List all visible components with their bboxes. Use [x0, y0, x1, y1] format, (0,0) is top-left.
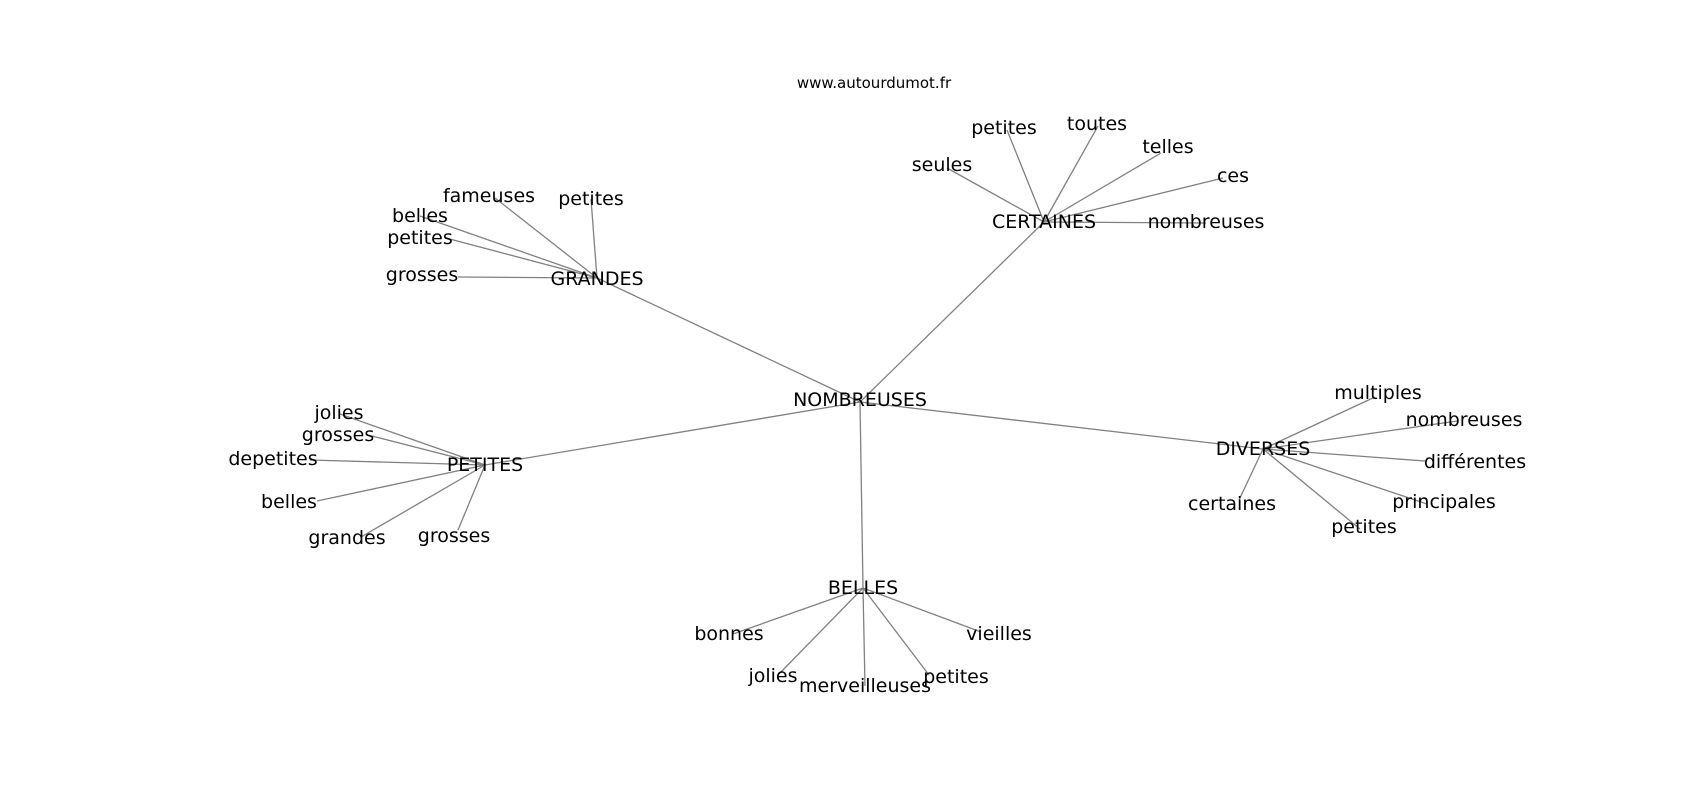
- center-hub-edge: [859, 401, 1264, 450]
- hub-leaf-edge: [1262, 448, 1428, 505]
- source-watermark: www.autourdumot.fr: [797, 74, 952, 92]
- hub-label: DIVERSES: [1216, 438, 1311, 460]
- leaf-label: multiples: [1334, 382, 1422, 404]
- hub-leaf-edge: [777, 587, 864, 676]
- center-hub-edge: [859, 401, 864, 589]
- leaf-label: vieilles: [966, 623, 1032, 645]
- leaf-label: grandes: [308, 527, 385, 549]
- diagram-edges: [309, 125, 1458, 687]
- leaf-label: principales: [1392, 491, 1496, 513]
- hub-leaf-edge: [360, 464, 486, 538]
- hub-leaf-edge: [371, 435, 486, 466]
- hub-leaf-edge: [1262, 448, 1426, 462]
- hub-leaf-edge: [339, 413, 486, 466]
- hub-leaf-edge: [946, 167, 1045, 223]
- hub-leaf-edge: [1043, 125, 1099, 223]
- center-hub-edge: [859, 221, 1045, 403]
- leaf-label: ces: [1217, 165, 1249, 187]
- leaf-label: différentes: [1424, 451, 1526, 473]
- leaf-label: toutes: [1067, 113, 1127, 135]
- leaf-label: petites: [971, 117, 1037, 139]
- leaf-label: jolies: [313, 402, 363, 424]
- leaf-label: bonnes: [694, 623, 763, 645]
- leaf-label: nombreuses: [1148, 211, 1265, 233]
- leaf-label: petites: [387, 227, 453, 249]
- leaf-label: nombreuses: [1406, 409, 1523, 431]
- leaf-label: merveilleuses: [799, 675, 931, 697]
- hub-leaf-edge: [457, 276, 598, 279]
- center-hub-edge: [484, 401, 861, 466]
- leaf-label: grosses: [386, 264, 458, 286]
- hub-leaf-edge: [445, 237, 598, 279]
- hub-belles: BELLES bonnes jolies merveilleuses petit…: [694, 577, 1032, 697]
- hub-leaf-edge: [457, 464, 486, 531]
- hub-leaf-edge: [309, 459, 486, 466]
- leaf-label: petites: [558, 188, 624, 210]
- hub-certaines: CERTAINES seules petites toutes telles c…: [912, 113, 1265, 233]
- hub-label: GRANDES: [550, 268, 643, 290]
- leaf-label: grosses: [418, 525, 490, 547]
- leaf-label: petites: [1331, 516, 1397, 538]
- hub-label: CERTAINES: [992, 211, 1096, 233]
- hub-leaf-edge: [590, 198, 598, 279]
- hub-leaf-edge: [862, 587, 866, 687]
- leaf-label: seules: [912, 154, 973, 176]
- leaf-label: grosses: [302, 424, 374, 446]
- leaf-label: jolies: [747, 665, 797, 687]
- leaf-label: telles: [1142, 136, 1193, 158]
- hub-leaf-edge: [1043, 221, 1207, 224]
- hub-label: BELLES: [828, 577, 898, 599]
- hub-leaf-edge: [862, 587, 982, 633]
- hub-diverses: DIVERSES multiples nombreuses différente…: [1188, 382, 1526, 538]
- center-node: NOMBREUSES: [793, 389, 927, 411]
- hub-label: PETITES: [447, 454, 523, 476]
- hub-petites: PETITES jolies grosses depetites belles …: [228, 402, 523, 549]
- hub-leaf-edge: [862, 587, 930, 676]
- center-hub-edge: [596, 277, 861, 403]
- hub-leaf-edge: [732, 587, 864, 635]
- leaf-label: belles: [392, 205, 448, 227]
- leaf-label: fameuses: [443, 185, 535, 207]
- hub-leaf-edge: [1262, 420, 1458, 450]
- hub-leaf-edge: [419, 215, 598, 279]
- leaf-label: certaines: [1188, 493, 1276, 515]
- hub-leaf-edge: [1238, 448, 1264, 501]
- hub-leaf-edge: [1043, 177, 1224, 223]
- leaf-label: depetites: [228, 448, 317, 470]
- hub-leaf-edge: [1262, 396, 1376, 450]
- hub-leaf-edge: [316, 464, 486, 502]
- leaf-label: belles: [261, 491, 317, 513]
- hub-leaf-edge: [1006, 129, 1045, 223]
- hub-leaf-edge: [494, 197, 598, 279]
- hub-leaf-edge: [1262, 448, 1361, 530]
- leaf-label: petites: [923, 666, 989, 688]
- hub-leaf-edge: [1043, 152, 1162, 223]
- hub-grandes: GRANDES fameuses petites belles petites …: [386, 185, 644, 290]
